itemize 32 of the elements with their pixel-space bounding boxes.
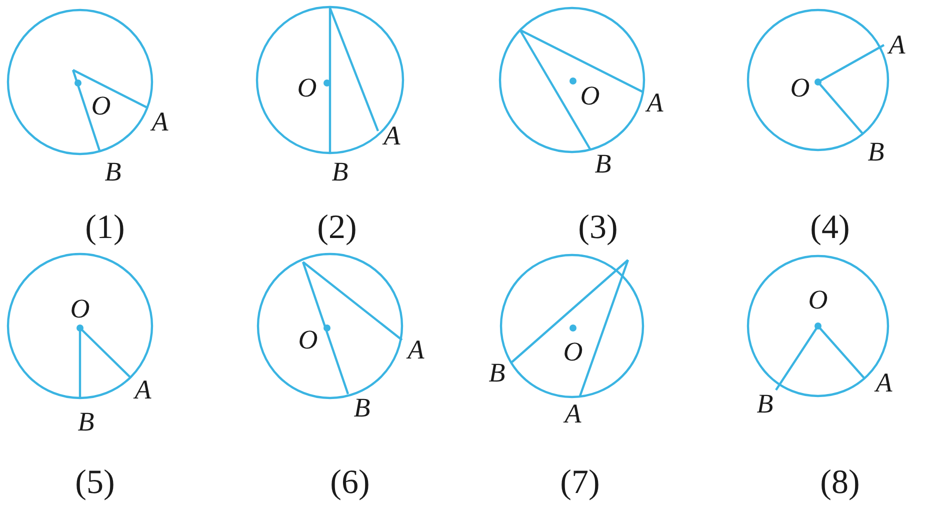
figure-caption: (8) [820, 466, 860, 500]
point-label: A [564, 400, 582, 428]
point-label: B [78, 408, 94, 436]
point-label: A [876, 370, 892, 396]
point-label: O [70, 296, 90, 322]
point-label: A [384, 122, 400, 150]
point-label: O [580, 82, 600, 110]
point-label: B [354, 394, 370, 422]
point-label: A [888, 32, 906, 58]
point-label: O [298, 326, 318, 354]
point-label: A [408, 336, 424, 364]
figure-caption: (1) [85, 211, 125, 245]
point-label: A [134, 376, 152, 404]
figure-caption: (5) [75, 466, 115, 500]
figure-caption: (4) [810, 211, 850, 245]
point-label: A [152, 108, 168, 136]
figure-caption: (3) [578, 211, 618, 245]
point-label: B [756, 390, 774, 418]
point-label: O [808, 286, 828, 314]
point-label: O [297, 74, 317, 102]
point-label: O [91, 92, 111, 120]
point-label: B [594, 150, 612, 178]
figure-caption: (7) [560, 466, 600, 500]
point-label: O [790, 74, 810, 102]
point-label: B [104, 158, 122, 186]
point-label: B [332, 158, 348, 186]
point-label: B [868, 138, 884, 166]
point-label: O [563, 338, 583, 366]
point-label: A [646, 90, 664, 116]
figure-caption: (6) [330, 466, 370, 500]
point-label: B [488, 360, 506, 386]
figure-caption: (2) [317, 211, 357, 245]
